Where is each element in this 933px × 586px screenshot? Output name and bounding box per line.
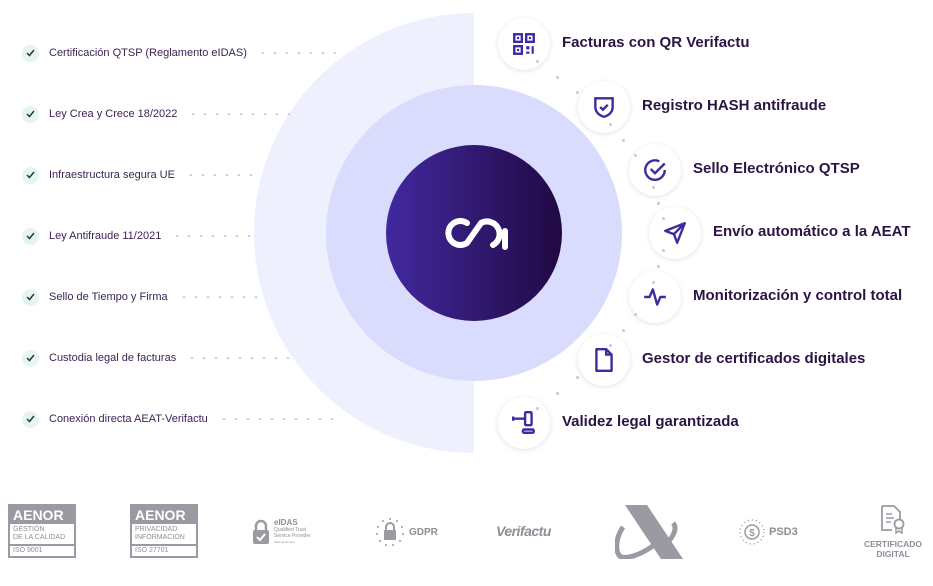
dotted-connector	[256, 52, 340, 54]
check-icon	[22, 44, 39, 62]
feature-label: Conexión directa AEAT-Verifactu	[49, 413, 208, 425]
feature-icon-badge	[649, 207, 701, 259]
connector-dot	[576, 91, 579, 95]
check-icon	[22, 288, 39, 306]
feature-title: Gestor de certificados digitales	[642, 350, 866, 367]
gdpr-logo: GDPR	[374, 516, 438, 548]
feature-icon-badge	[629, 271, 681, 323]
feature-label: Ley Crea y Crece 18/2022	[49, 108, 178, 120]
connector-dot	[652, 281, 655, 284]
feature-label: Sello de Tiempo y Firma	[49, 291, 168, 303]
connector-dot	[634, 154, 638, 158]
dotted-connector	[184, 174, 260, 176]
shield-check-icon	[594, 97, 614, 118]
verifactu-logo: Verifactu	[496, 523, 551, 539]
check-circle-icon	[644, 159, 666, 181]
file-icon	[595, 347, 613, 373]
activity-icon	[644, 288, 666, 306]
connector-dot	[657, 265, 660, 268]
feature-title: Envío automático a la AEAT	[713, 223, 911, 240]
feature-list-item: Ley Crea y Crece 18/2022	[22, 104, 291, 124]
dotted-connector	[187, 113, 291, 115]
send-icon	[664, 222, 686, 244]
feature-icon-badge	[578, 334, 630, 386]
feature-label: Certificación QTSP (Reglamento eIDAS)	[49, 47, 247, 59]
infinity-logo-icon	[445, 218, 508, 250]
feature-list-item: Certificación QTSP (Reglamento eIDAS)	[22, 43, 340, 63]
feature-title: Sello Electrónico QTSP	[693, 160, 860, 177]
certificate-icon	[881, 505, 905, 535]
feature-title: Validez legal garantizada	[562, 413, 739, 430]
connector-dot	[576, 375, 579, 379]
feature-list-item: Sello de Tiempo y Firma	[22, 287, 260, 307]
feature-icon-badge	[578, 81, 630, 133]
check-icon	[22, 410, 39, 428]
feature-label: Custodia legal de facturas	[49, 352, 177, 364]
certificado-digital-logo: CERTIFICADO DIGITAL	[860, 504, 926, 559]
connector-dot	[556, 391, 559, 395]
aeat-logo	[615, 505, 683, 559]
connector-dot	[652, 185, 655, 189]
feature-icon-badge	[498, 397, 550, 449]
feature-icon-badge	[629, 144, 681, 196]
feature-label: Ley Antifraude 11/2021	[49, 230, 162, 242]
connector-dot	[536, 59, 539, 63]
dollar-coin-icon: $	[739, 519, 765, 545]
dotted-connector	[177, 296, 260, 298]
lock-icon	[253, 519, 269, 544]
connector-dot	[536, 407, 539, 411]
psd3-logo: $ PSD3	[738, 518, 798, 546]
feature-label: Infraestructura segura UE	[49, 169, 175, 181]
feature-list-item: Conexión directa AEAT-Verifactu	[22, 409, 340, 429]
connector-dot	[662, 249, 665, 252]
feature-title: Registro HASH antifraude	[642, 97, 827, 114]
eu-stars-lock-icon	[376, 518, 404, 546]
dotted-connector	[217, 418, 340, 420]
qr-code-icon	[513, 33, 535, 55]
connector-dot	[556, 75, 559, 79]
dotted-connector	[171, 235, 256, 237]
check-icon	[22, 349, 39, 367]
feature-list-item: Infraestructura segura UE	[22, 165, 260, 185]
check-icon	[22, 166, 39, 184]
connector-dot	[608, 122, 612, 126]
feature-title: Facturas con QR Verifactu	[562, 34, 750, 51]
feature-list-item: Custodia legal de facturas	[22, 348, 291, 368]
feature-icon-badge	[498, 18, 550, 70]
connector-dot	[608, 344, 612, 348]
feature-list-item: Ley Antifraude 11/2021	[22, 226, 256, 246]
connector-dot	[634, 312, 638, 316]
brand-logo-circle	[386, 145, 562, 321]
feature-title: Monitorización y control total	[693, 287, 903, 304]
check-icon	[22, 227, 39, 245]
connector-dot	[657, 201, 660, 205]
connector-dot	[621, 138, 625, 142]
connector-dot	[621, 328, 625, 332]
dotted-connector	[186, 357, 291, 359]
svg-text:$: $	[749, 528, 755, 539]
connector-dot	[662, 217, 665, 221]
gavel-icon	[511, 410, 535, 434]
check-icon	[22, 105, 39, 123]
